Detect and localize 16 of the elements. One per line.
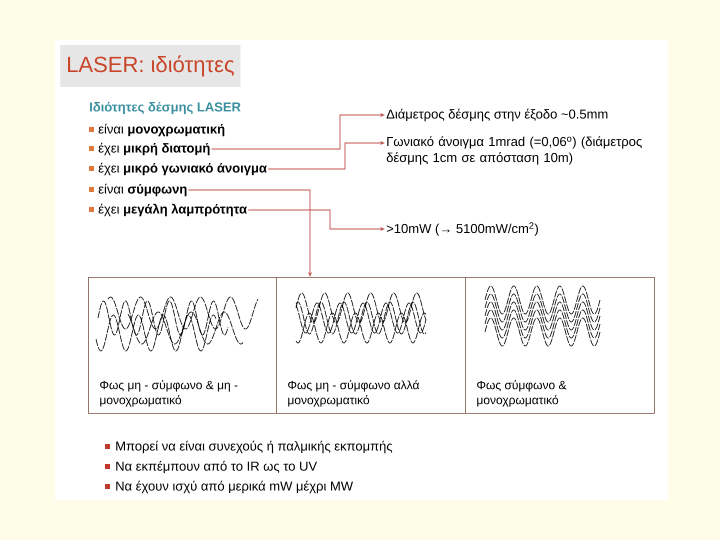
list-item: είναι μονοχρωματική: [98, 124, 224, 136]
list-heading: Ιδιότητες δέσμης LASER: [90, 102, 241, 114]
note-text: Γωνιακό άνοιγμα 1mrad (=0,06$^{o}$) (διάμετρος δέσμης 1cm σε απόσταση 10m): [386, 136, 642, 165]
list-item: έχει μεγάλη λαμπρότητα: [98, 204, 247, 216]
list-item: έχει μικρή διατομή: [98, 142, 210, 156]
panel-cell: Φως μη - σύμφωνο αλλά μονοχρωματικό: [276, 277, 466, 414]
note-text: >10mW (→ 5100mW/cm$^{2}$): [386, 222, 538, 236]
title-banner: LASER: ιδιότητες: [60, 45, 241, 87]
panel-cell: Φως σύμφωνο & μονοχρωματικό: [465, 277, 655, 414]
list-item: είναι σύμφωνη: [98, 184, 186, 196]
panel-cell: Φως μη - σύμφωνο & μη - μονοχρωματικό: [88, 277, 277, 414]
note-text: Να έχουν ισχύ από μερικά mW μέχρι MW: [116, 480, 354, 494]
note-text: Διάμετρος δέσμης στην έξοδο ~0.5mm: [386, 108, 608, 122]
note-text: Να εκπέμπουν από το IR ως το UV: [116, 460, 318, 474]
note-text: Μπορεί να είναι συνεχούς ή παλμικής εκπομπής: [116, 440, 392, 454]
list-item: έχει μικρό γωνιακό άνοιγμα: [98, 162, 267, 176]
